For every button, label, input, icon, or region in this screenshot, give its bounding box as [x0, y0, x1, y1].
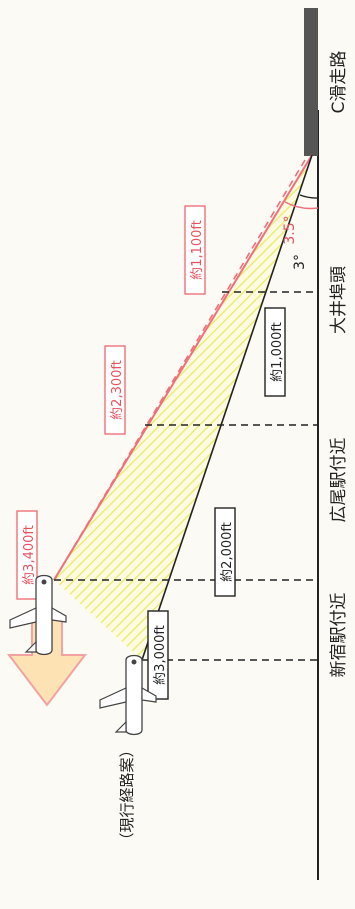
- svg-text:広尾駅付近: 広尾駅付近: [329, 438, 349, 523]
- angle-label-new: 3.5°: [282, 215, 298, 244]
- angle-arc-new: [284, 201, 319, 210]
- location-shinjuku: 新宿駅付近: [329, 593, 349, 678]
- new-route-line: [53, 154, 313, 581]
- svg-text:新宿駅付近: 新宿駅付近: [329, 593, 349, 678]
- approach-zone-hatch: [54, 155, 312, 660]
- svg-text:約2,300ft: 約2,300ft: [110, 360, 125, 420]
- current-route-line: [141, 154, 313, 661]
- svg-text:約3,400ft: 約3,400ft: [22, 525, 37, 585]
- label-current-shinjuku: 約3,000ft: [147, 610, 169, 700]
- svg-text:約1,000ft: 約1,000ft: [270, 322, 285, 382]
- runway: [304, 8, 318, 156]
- angle-arc-current: [299, 194, 319, 199]
- svg-text:3°: 3°: [292, 254, 308, 270]
- svg-text:約2,000ft: 約2,000ft: [220, 522, 235, 582]
- direction-arrow-icon: [6, 619, 88, 707]
- runway-label: C滑走路: [329, 51, 349, 114]
- location-hiroo: 広尾駅付近: [329, 438, 349, 523]
- angle-label-current: 3°: [292, 254, 308, 270]
- label-new-shinjuku: 約3,400ft: [16, 510, 38, 600]
- current-route-label: （現行経路案）: [118, 742, 136, 847]
- svg-text:（現行経路案）: （現行経路案）: [118, 742, 136, 847]
- svg-text:3.5°: 3.5°: [282, 215, 298, 244]
- location-oi: 大井埠頭: [329, 266, 349, 334]
- airplane-icon-new-route: [9, 574, 67, 656]
- label-current-oi: 約1,000ft: [264, 307, 286, 397]
- svg-text:約1,100ft: 約1,100ft: [190, 220, 205, 280]
- svg-text:約3,000ft: 約3,000ft: [153, 625, 168, 685]
- airplane-icon-current-route: [99, 654, 157, 736]
- label-new-oi: 約2,300ft: [104, 345, 126, 435]
- new-route-dashed-line: [53, 159, 306, 581]
- label-current-hiroo: 約2,000ft: [214, 507, 236, 597]
- label-new-runway-end: 約1,100ft: [184, 205, 206, 295]
- svg-text:C滑走路: C滑走路: [329, 51, 349, 114]
- svg-text:大井埠頭: 大井埠頭: [329, 266, 349, 334]
